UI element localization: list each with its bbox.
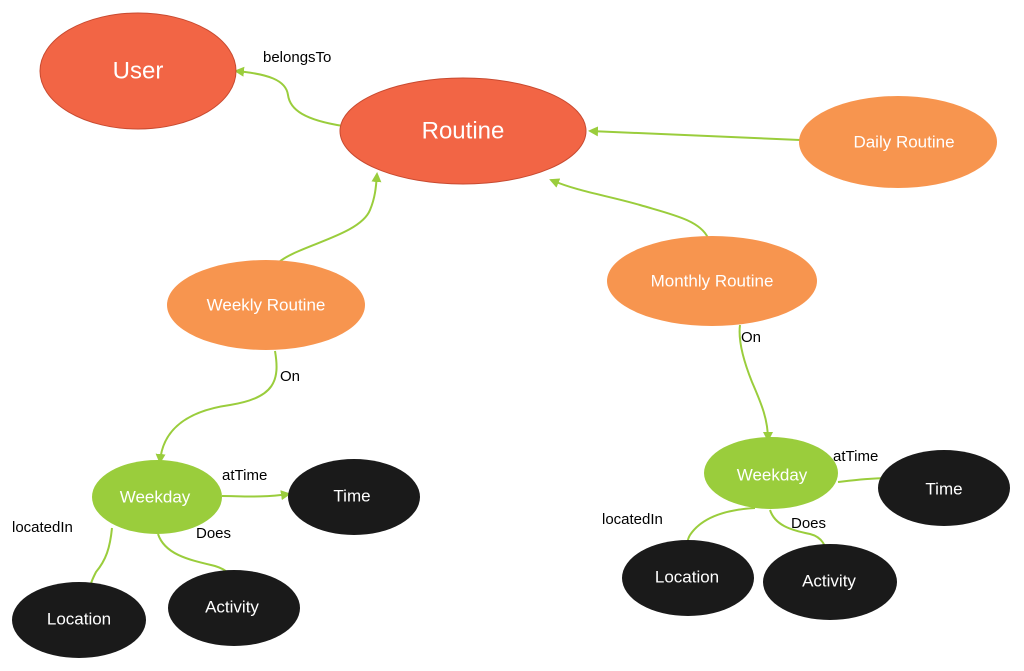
node-weekday-right-label: Weekday [737,466,808,485]
edge-daily-to-routine [588,126,801,141]
node-location-left-label: Location [47,610,111,629]
edge-label-at-time-right: atTime [833,448,878,465]
edge-label-at-time-left: atTime [222,467,267,484]
node-time-left[interactable]: Time [288,459,420,535]
node-user-label: User [113,58,164,85]
edge-label-belongs-to: belongsTo [263,49,331,66]
node-activity-left-label: Activity [205,598,259,617]
node-time-left-label: Time [333,487,370,506]
edge-weekday-left-to-time [221,490,291,501]
edge-labels: belongsTo On On atTime atTime locatedIn … [12,49,878,542]
edge-label-located-in-right: locatedIn [602,511,663,528]
node-routine-label: Routine [422,118,505,145]
node-daily-routine-label: Daily Routine [853,133,954,152]
node-time-right[interactable]: Time [878,450,1010,526]
edge-monthly-to-routine [549,178,709,239]
node-activity-right-label: Activity [802,572,856,591]
edge-monthly-to-weekday-right [738,324,773,442]
edges [85,66,897,594]
node-weekly-routine-label: Weekly Routine [207,296,326,315]
node-weekday-right[interactable]: Weekday [704,437,838,509]
node-location-left[interactable]: Location [12,582,146,658]
node-routine[interactable]: Routine [339,77,587,185]
edge-label-on-left: On [280,368,300,385]
nodes: User Routine Daily Routine Weekly Routin… [12,12,1010,658]
edge-label-located-in-left: locatedIn [12,519,73,536]
node-activity-left[interactable]: Activity [168,570,300,646]
node-weekday-left-label: Weekday [120,488,191,507]
node-location-right-label: Location [655,568,719,587]
edge-weekly-to-weekday-left [155,350,278,464]
node-monthly-routine[interactable]: Monthly Routine [607,236,817,326]
node-activity-right[interactable]: Activity [763,544,897,620]
edge-label-does-left: Does [196,525,231,542]
edge-label-on-right: On [741,329,761,346]
node-time-right-label: Time [925,480,962,499]
edge-weekly-to-routine [278,172,382,263]
edge-label-does-right: Does [791,515,826,532]
node-monthly-routine-label: Monthly Routine [651,272,774,291]
node-weekday-left[interactable]: Weekday [92,460,222,534]
node-user[interactable]: User [39,12,237,130]
node-weekly-routine[interactable]: Weekly Routine [167,260,365,350]
edge-routine-to-user [234,66,344,127]
edge-weekday-left-to-location [85,527,113,594]
node-location-right[interactable]: Location [622,540,754,616]
node-daily-routine[interactable]: Daily Routine [799,96,997,188]
